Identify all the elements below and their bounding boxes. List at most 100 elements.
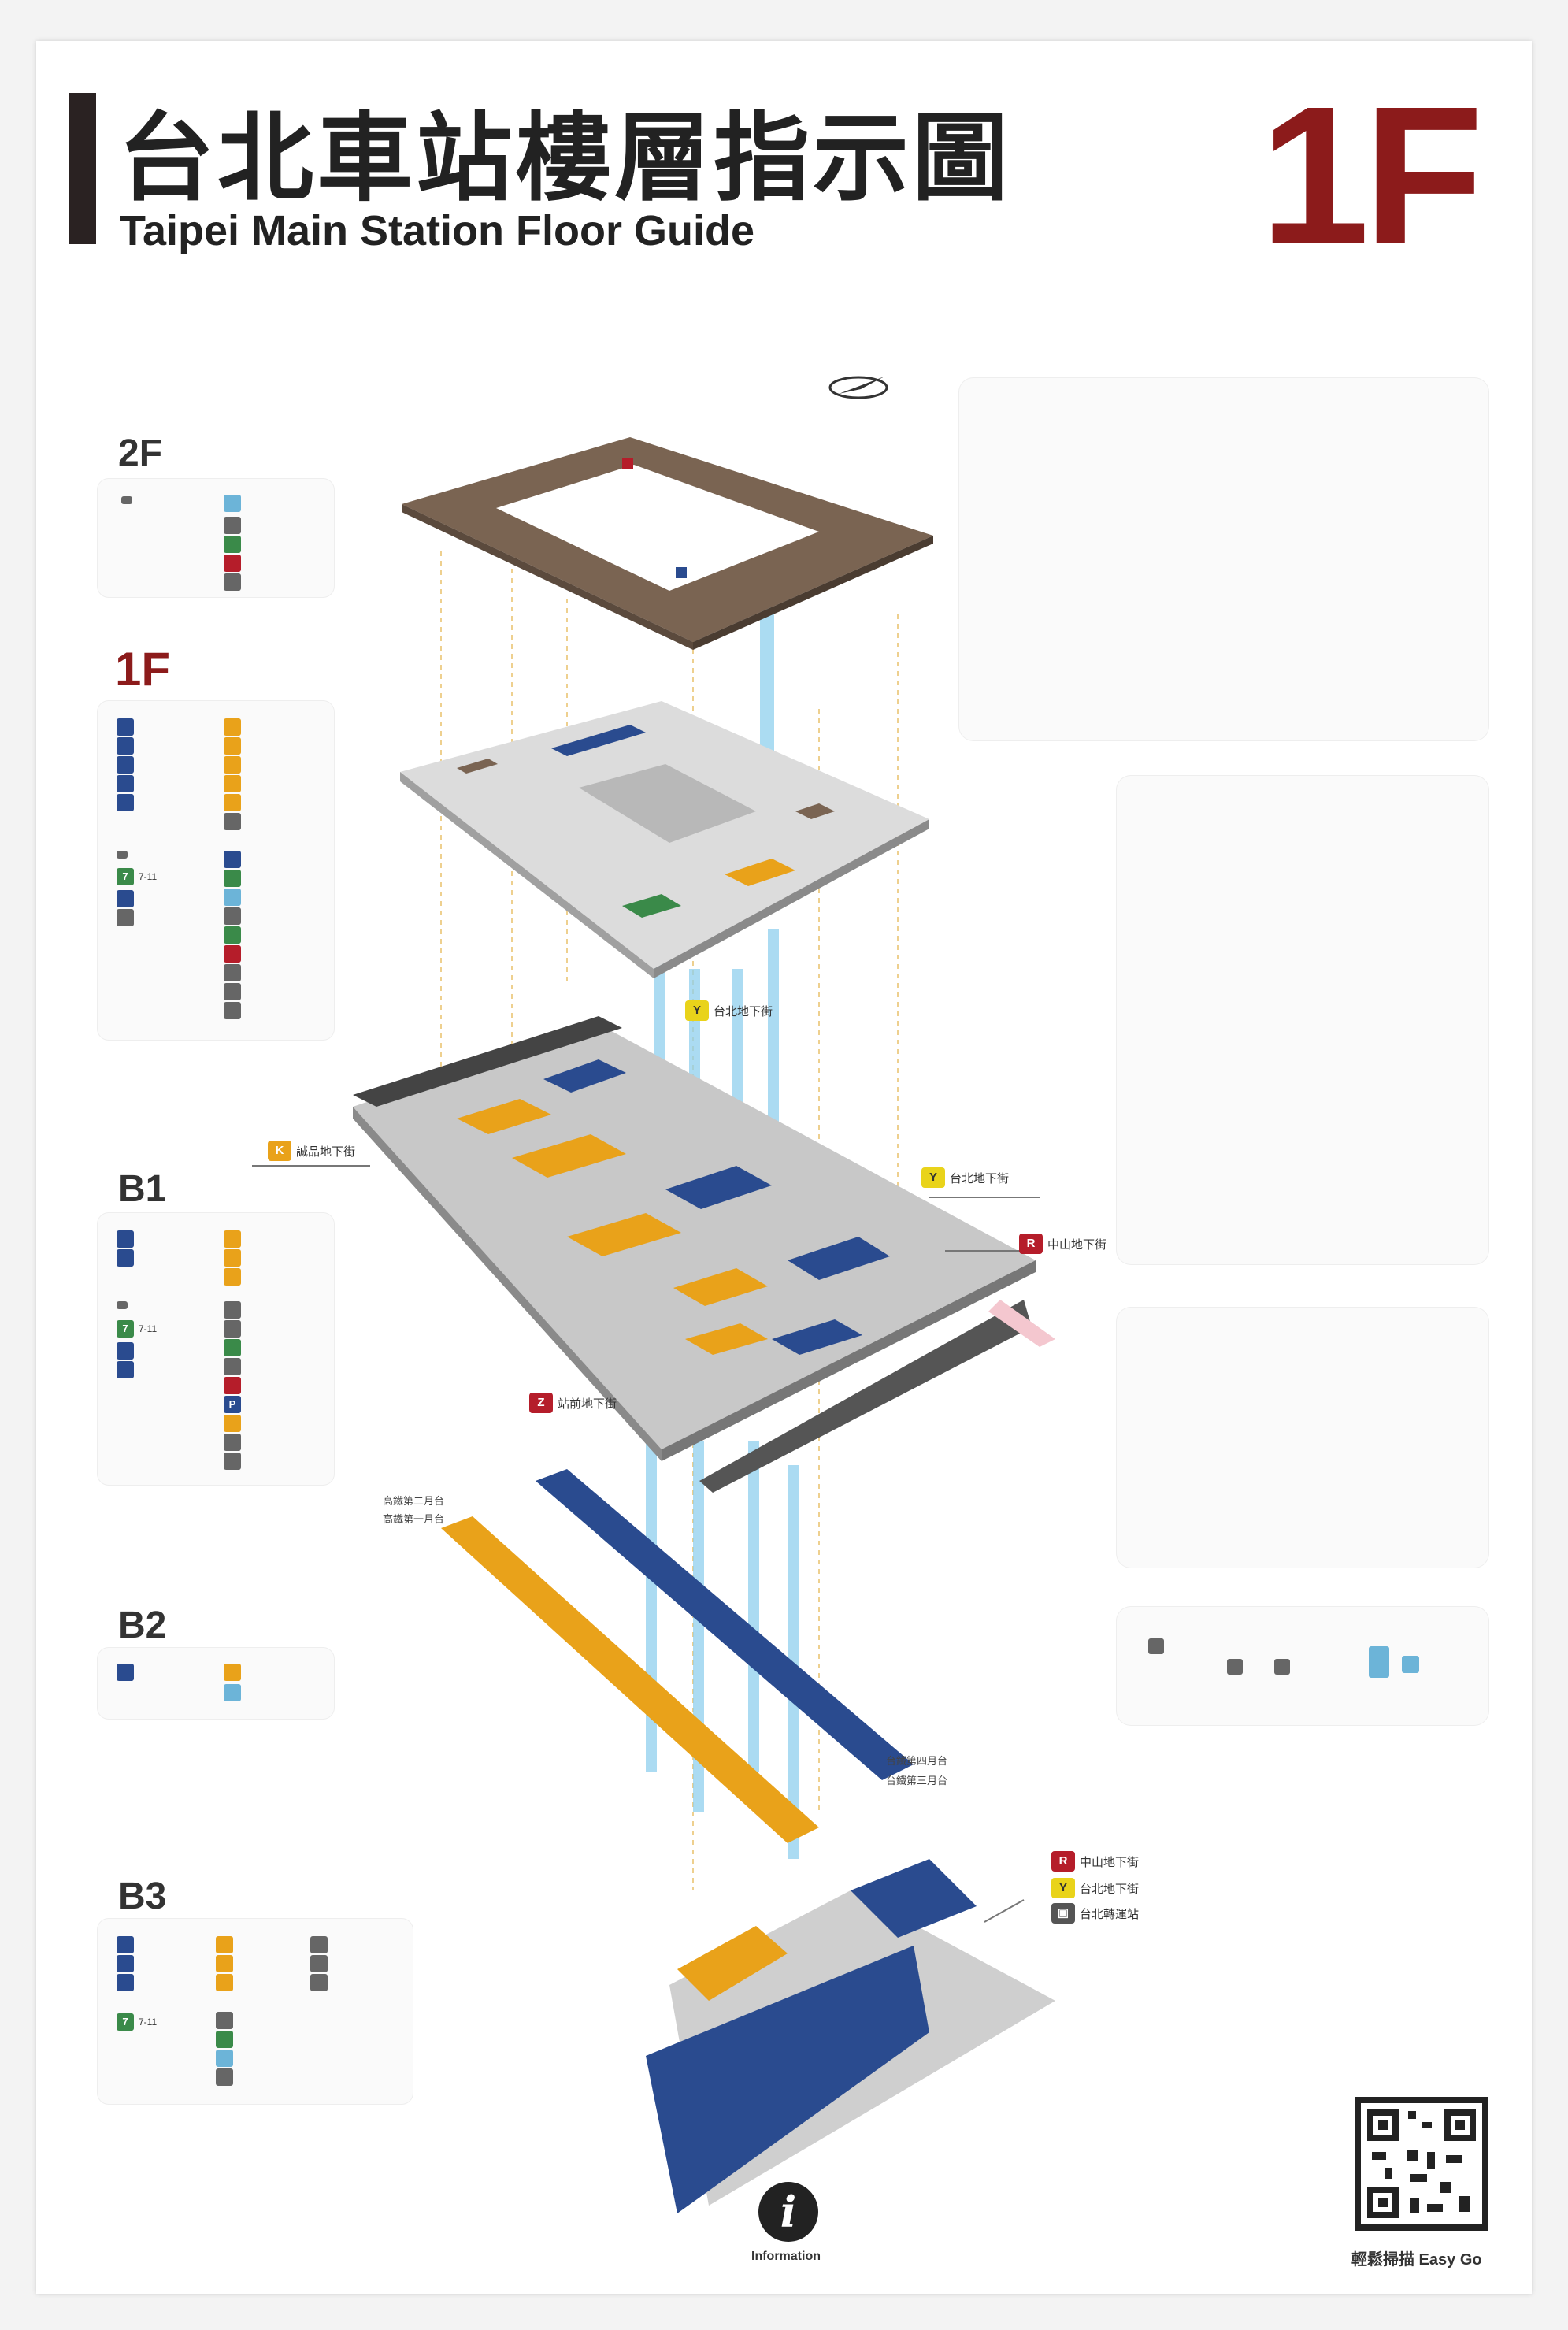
stairs-icon	[224, 573, 241, 591]
accessible-restroom-icon	[224, 926, 241, 944]
accessible-restroom-icon	[224, 1339, 241, 1356]
directory-panel-2f	[959, 378, 1488, 740]
dest-y-taipei-mall: Y 台北地下街	[921, 1167, 1009, 1188]
hsr-platform-icon	[216, 1974, 233, 1991]
hsr-ticket-icon	[216, 1936, 233, 1953]
information-caption: Information	[751, 2250, 821, 2263]
label-tra-platform-4: 台鐵第四月台	[886, 1755, 948, 1767]
convenience-store-icon: 7	[117, 1320, 134, 1338]
qr-code-pattern-icon	[1367, 2109, 1476, 2218]
restroom-icon	[224, 907, 241, 925]
visitor-center-icon	[224, 983, 241, 1000]
tra-service-icon	[117, 890, 134, 907]
directory-panel-1f	[1117, 776, 1488, 1264]
floor-label-2f: 2F	[118, 432, 163, 474]
convenience-store-icon: 7	[117, 2013, 134, 2031]
hsr-ticket-machine-icon	[224, 1249, 241, 1267]
mrt-service-icon	[310, 1936, 328, 1953]
map-b2	[441, 1469, 914, 1843]
dest-y-taipei-mall-1f: Y 台北地下街	[685, 1000, 773, 1021]
legend-2f	[98, 479, 334, 597]
luggage-icon	[117, 775, 134, 792]
tourist-info-icon	[224, 964, 241, 981]
post-office-icon	[224, 870, 241, 887]
stairs-icon	[224, 1434, 241, 1451]
hsr-ticket-machine-icon	[216, 1955, 233, 1972]
mrt-ticket-icon	[117, 1936, 134, 1953]
current-floor-indicator: 1F	[1260, 65, 1484, 285]
taxi-icon	[224, 1415, 241, 1432]
hsr-info-icon	[224, 775, 241, 792]
stairs-icon	[216, 2068, 233, 2086]
escalator-icon	[1227, 1659, 1243, 1675]
page-subtitle: Taipei Main Station Floor Guide	[120, 207, 755, 254]
restroom-icon	[224, 517, 241, 534]
floor-label-b1: B1	[118, 1168, 167, 1210]
tra-service-icon	[117, 1342, 134, 1360]
map-2f	[402, 437, 933, 650]
lost-found-icon	[117, 794, 134, 811]
mrt-platform-icon	[117, 1974, 134, 1991]
dest-k-cheng-pin: K 誠品地下街	[268, 1141, 355, 1161]
bus-icon: ▣	[1051, 1903, 1075, 1924]
floor-label-b3: B3	[118, 1876, 167, 1917]
tra-ticket-icon	[117, 1230, 134, 1248]
parking-icon: P	[224, 1396, 241, 1413]
escalator-icon	[1148, 1638, 1164, 1654]
floor-label-b2: B2	[118, 1605, 167, 1646]
tra-platform-icon	[117, 1664, 134, 1681]
service-center-icon	[117, 756, 134, 774]
shop-icon	[117, 1301, 128, 1309]
accessible-restroom-icon	[224, 536, 241, 553]
north-compass-icon	[828, 376, 888, 399]
legend-panel-symbols	[1117, 1607, 1488, 1725]
label-hsr-platform-1: 高鐵第一月台	[383, 1513, 445, 1525]
hsr-ticket-icon	[224, 718, 241, 736]
elevator-icon	[216, 2050, 233, 2067]
currency-exchange-icon	[224, 1453, 241, 1470]
qr-caption: 輕鬆掃描 Easy Go	[1351, 2251, 1482, 2269]
dest-r-zhongshan: R 中山地下街	[1019, 1234, 1106, 1254]
dest-bus-terminal-b3: ▣ 台北轉運站	[1051, 1903, 1139, 1924]
restroom-icon	[224, 1320, 241, 1338]
hsr-platform-icon	[224, 1268, 241, 1286]
stairs-icon	[224, 1002, 241, 1019]
information-icon: i	[758, 2182, 818, 2242]
nursing-room-icon	[224, 1377, 241, 1394]
page-title: 台北車站樓層指示圖	[118, 102, 1011, 214]
hsr-ticket-icon	[224, 1230, 241, 1248]
elevator-shaft-icon	[1369, 1646, 1389, 1678]
tra-ticket-machine-icon	[117, 737, 134, 755]
elevator-icon	[224, 495, 241, 512]
hsr-service-icon	[224, 756, 241, 774]
convenience-store-icon: 7	[117, 868, 134, 885]
service-center-icon	[224, 1301, 241, 1319]
mrt-ticket-office-icon	[310, 1955, 328, 1972]
elevator-icon	[224, 889, 241, 906]
map-b3	[646, 1859, 1055, 2213]
dest-z-station-front: Z 站前地下街	[529, 1393, 617, 1413]
shop-icon	[117, 851, 128, 859]
map-1f	[400, 701, 929, 978]
mrt-info-icon	[310, 1974, 328, 1991]
multi-ticket-icon	[224, 851, 241, 868]
legend-b2	[98, 1648, 334, 1719]
tra-platform-icon	[117, 1249, 134, 1267]
dest-r-zhongshan-b3: R 中山地下街	[1051, 1851, 1139, 1872]
accessible-toilet-icon	[224, 1358, 241, 1375]
hsr-platform-icon	[224, 1664, 241, 1681]
elevator-icon	[224, 1684, 241, 1701]
hsr-ticket-machine-icon	[224, 737, 241, 755]
accessible-restroom-icon	[216, 2031, 233, 2048]
stairs-icon	[1274, 1659, 1290, 1675]
label-tra-platform-3: 台鐵第三月台	[886, 1775, 948, 1786]
nursing-room-icon	[224, 945, 241, 963]
qr-code[interactable]	[1355, 2097, 1488, 2231]
label-hsr-platform-2: 高鐵第二月台	[383, 1495, 445, 1507]
